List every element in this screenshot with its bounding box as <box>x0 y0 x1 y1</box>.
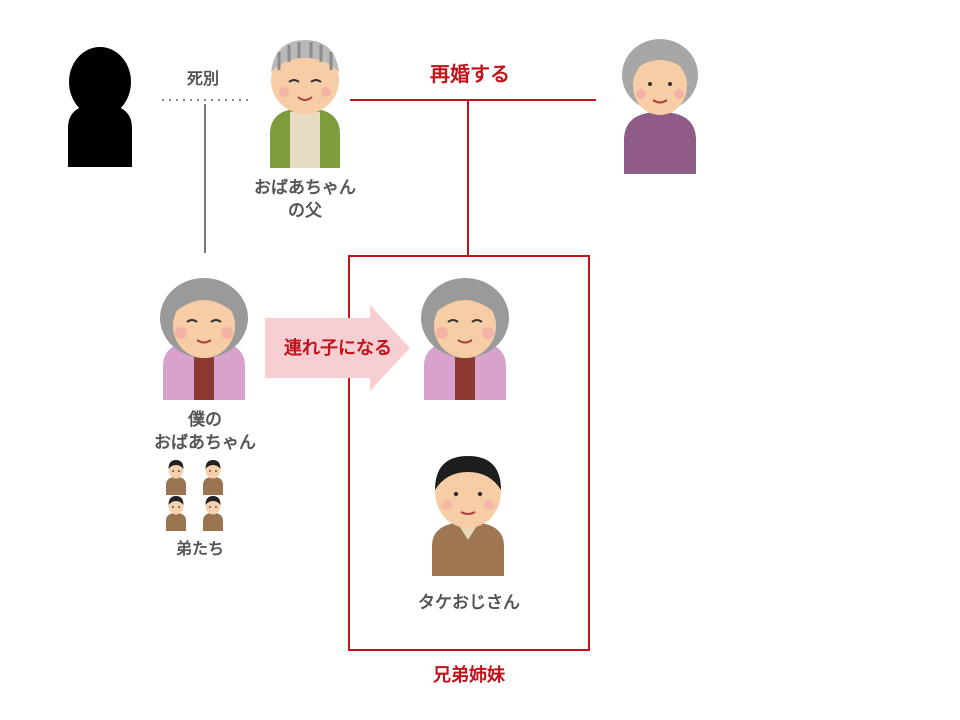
grandmother-icon <box>160 278 248 400</box>
take-uncle-icon <box>432 456 504 576</box>
siblings-box <box>348 255 590 651</box>
father-label-line2: の父 <box>288 201 322 221</box>
stepchild-arrow <box>265 305 410 391</box>
remarry-label: 再婚する <box>430 62 510 86</box>
deceased-silhouette-icon <box>68 47 132 167</box>
take-uncle-label: タケおじさん <box>418 593 520 613</box>
stepmother-icon <box>622 39 698 174</box>
grandfather-icon <box>270 40 340 168</box>
stepchild-label: 連れ子になる <box>284 338 392 359</box>
grandma-label-line2: おばあちゃん <box>154 433 256 453</box>
brother-icon <box>166 496 186 531</box>
father-label-line1: おばあちゃん <box>254 178 356 198</box>
separation-label: 死別 <box>186 69 219 88</box>
brother-icon <box>203 496 223 531</box>
grandma-label-line1: 僕の <box>188 410 222 430</box>
siblings-label: 兄弟姉妹 <box>433 665 505 686</box>
brother-icon <box>203 460 223 495</box>
brothers-label: 弟たち <box>175 539 224 558</box>
brother-icon <box>166 460 186 495</box>
grandmother-as-stepchild-icon <box>421 278 509 400</box>
